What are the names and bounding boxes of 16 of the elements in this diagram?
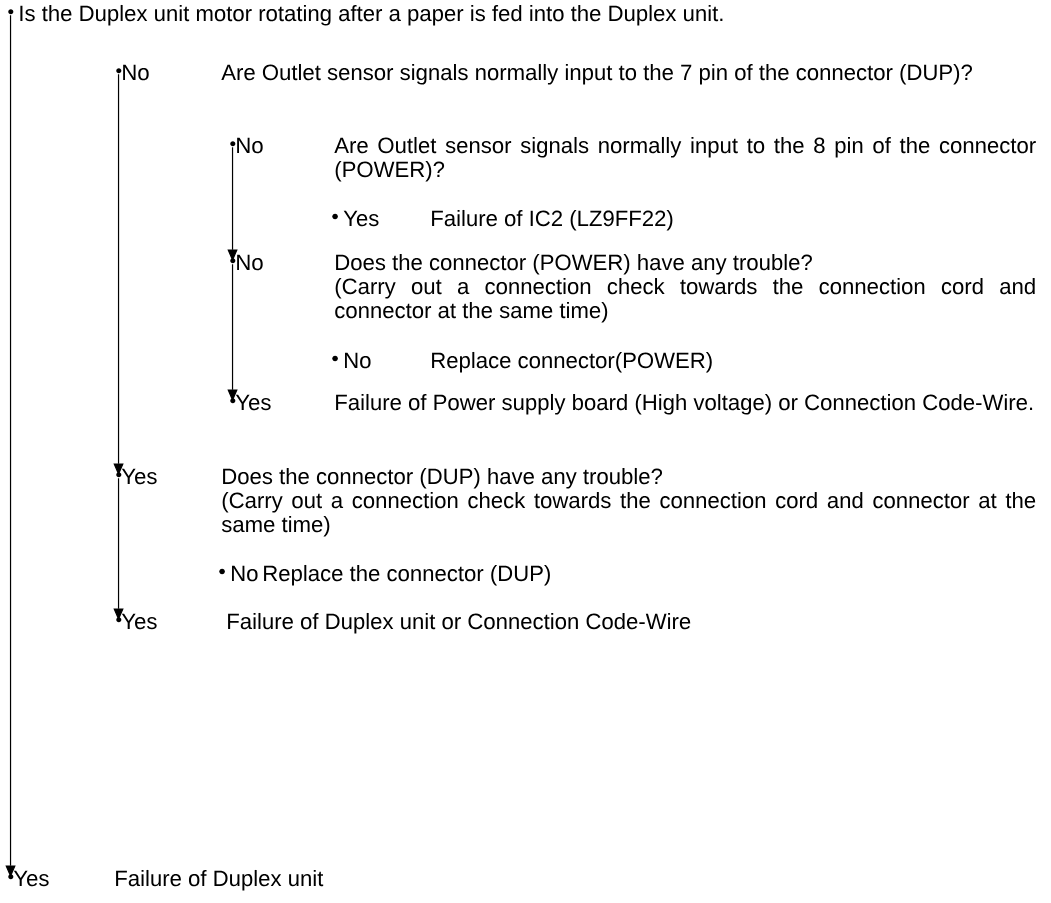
step-text: Replace connector(POWER) xyxy=(432,351,712,373)
step-text: Are Outlet sensor signals normally input to the 8 pin of the connector (POWER)? xyxy=(334,136,1036,182)
answer-text: No xyxy=(116,64,149,81)
answer-text: No xyxy=(332,352,371,369)
answer-text: No xyxy=(230,137,263,154)
step-text: Does the connector (POWER) have any trouble? (Carry out a connection check towards the connection cord and connector at the same time) xyxy=(335,253,1035,323)
step-text: Does the connector (DUP) have any trouble? (Carry out a connection check towards the connection cord and connector at the same time) xyxy=(221,467,1036,537)
step-text: Failure of Duplex unit xyxy=(116,869,324,891)
step-text: Failure of Power supply board (High voltage) or Connection Code-Wire. xyxy=(336,393,1033,415)
answer-text: Yes xyxy=(332,210,379,227)
answer-text: No xyxy=(219,565,258,582)
step-text: Replace the connector (DUP) xyxy=(264,564,550,586)
question-text: Is the Duplex unit motor rotating after a paper is fed into the Duplex unit. xyxy=(8,4,723,26)
step-text: Are Outlet sensor signals normally input to the 7 pin of the connector (DUP)? xyxy=(221,63,972,85)
step-text: Failure of IC2 (LZ9FF22) xyxy=(432,209,673,231)
step-text: Failure of Duplex unit or Connection Code-Wire xyxy=(228,612,691,634)
